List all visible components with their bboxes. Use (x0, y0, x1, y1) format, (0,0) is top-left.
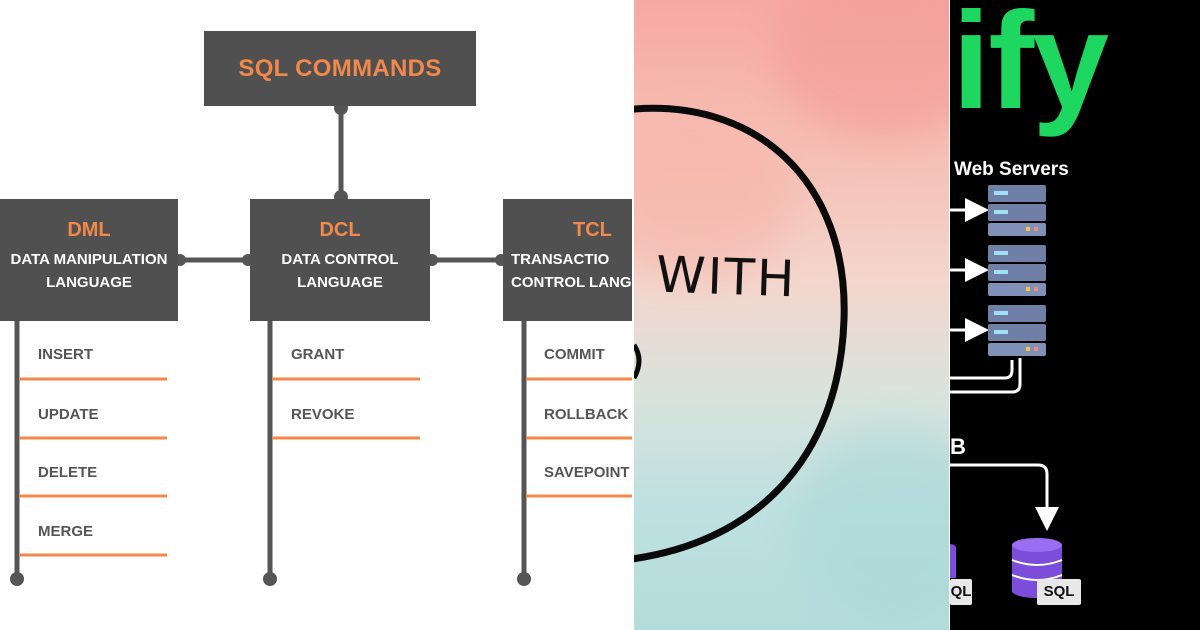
item-rollback: ROLLBACK (544, 406, 629, 423)
stem-end-dot (517, 572, 531, 586)
server-icon (988, 305, 1046, 356)
sql-commands-diagram: SQL COMMANDS DML DATA MANIPULATION LANGU… (0, 31, 634, 586)
server-icon (988, 185, 1046, 236)
item-merge: MERGE (38, 523, 94, 540)
with-text: WITH (655, 245, 798, 309)
category-abbr: TCL (573, 219, 612, 241)
stem-end-dot (263, 572, 277, 586)
panel-divider (632, 0, 634, 630)
category-full-name: DATA MANIPULATION LANGUAGE (10, 251, 168, 291)
category-abbr: DML (67, 219, 111, 241)
root-node: SQL COMMANDS (204, 31, 476, 106)
diagram-connectors (10, 101, 634, 586)
sql-tag: QL (950, 579, 972, 605)
watercolor-blot (794, 430, 950, 630)
watercolor-panel: WITH (634, 0, 950, 630)
category-dml: DML DATA MANIPULATION LANGUAGE (0, 199, 178, 321)
web-servers-panel: ify Web Servers (950, 0, 1200, 630)
item-grant: GRANT (291, 346, 345, 363)
item-update: UPDATE (38, 406, 99, 423)
server-icon (988, 245, 1046, 296)
return-line (950, 358, 1022, 394)
server-diagram (950, 185, 1063, 598)
category-tcl: TCL TRANSACTIO CONTROL LANG (503, 199, 634, 321)
category-full-name: DATA CONTROL LANGUAGE (281, 251, 399, 291)
category-full-name: TRANSACTIO CONTROL LANG (511, 251, 632, 291)
circle-arc (634, 104, 848, 563)
item-savepoint: SAVEPOINT (544, 464, 630, 481)
logo-text: ify (952, 0, 1109, 138)
item-insert: INSERT (38, 346, 94, 363)
db-label-partial: B (950, 434, 966, 459)
stem-end-dot (10, 572, 24, 586)
partial-letter (634, 343, 642, 380)
database-icon (950, 544, 956, 578)
item-commit: COMMIT (544, 346, 605, 363)
category-abbr: DCL (319, 219, 361, 241)
return-line (950, 360, 1014, 380)
circle-stroke (634, 104, 848, 563)
item-delete: DELETE (38, 464, 98, 481)
arrow-to-db (950, 463, 1059, 531)
item-revoke: REVOKE (291, 406, 355, 423)
category-dcl: DCL DATA CONTROL LANGUAGE (250, 199, 430, 321)
sql-tag: SQL (1037, 579, 1081, 605)
web-servers-label: Web Servers (954, 159, 1069, 180)
